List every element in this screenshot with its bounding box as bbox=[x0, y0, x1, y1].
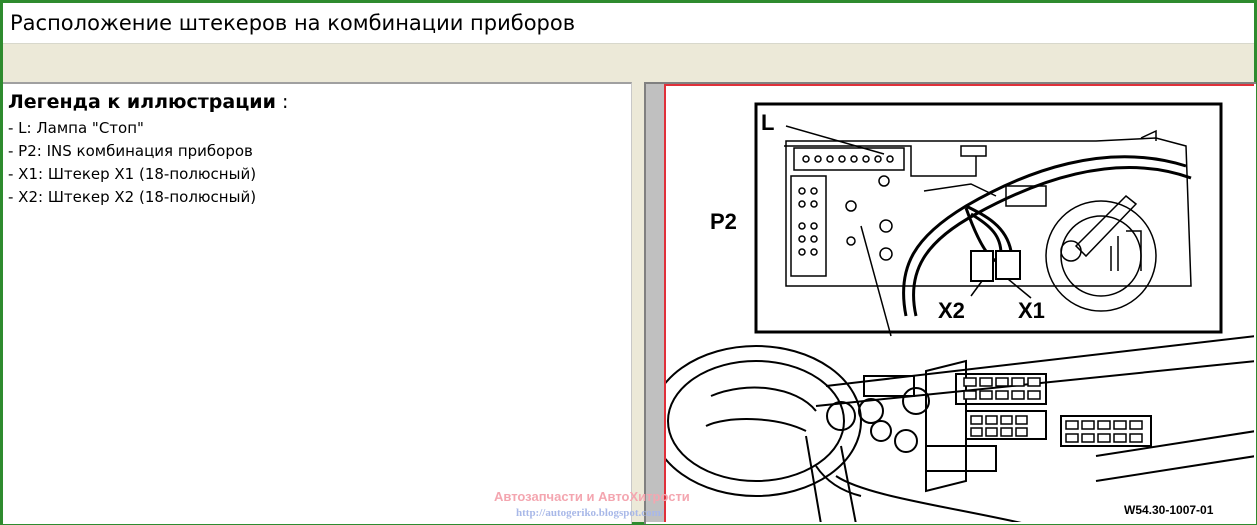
label-x2: X2 bbox=[938, 298, 965, 323]
legend-item: - P2: INS комбинация приборов bbox=[8, 142, 253, 160]
title-bar: Расположение штекеров на комбинации приб… bbox=[3, 3, 1254, 44]
legend-item: - X1: Штекер X1 (18-полюсный) bbox=[8, 165, 257, 183]
pane-splitter[interactable] bbox=[632, 82, 644, 522]
legend-heading: Легенда к иллюстрации : bbox=[8, 91, 288, 113]
cluster-back-drawing bbox=[784, 129, 1192, 312]
legend-item: - L: Лампа "Стоп" bbox=[8, 119, 144, 137]
dashboard-drawing bbox=[666, 335, 1254, 522]
illustration-code: W54.30-1007-01 bbox=[1124, 503, 1214, 517]
watermark-title: Автозапчасти и АвтоХитрости bbox=[494, 489, 690, 504]
wiring-harness bbox=[902, 155, 1192, 317]
legend-heading-text: Легенда к иллюстрации bbox=[8, 91, 276, 113]
page-title: Расположение штекеров на комбинации приб… bbox=[10, 11, 576, 35]
label-l: L bbox=[761, 110, 774, 135]
dashboard-buttons bbox=[963, 377, 1143, 443]
legend-list: - L: Лампа "Стоп" - P2: INS комбинация п… bbox=[8, 117, 256, 209]
watermark-url: http://autogeriko.blogspot.com/ bbox=[516, 507, 664, 519]
instrument-cluster-diagram: L P2 X2 X1 W54.30-1007-01 bbox=[666, 102, 1254, 522]
label-x1: X1 bbox=[1018, 298, 1045, 323]
illustration-image: L P2 X2 X1 W54.30-1007-01 bbox=[664, 84, 1254, 522]
legend-item: - X2: Штекер X2 (18-полюсный) bbox=[8, 188, 257, 206]
connector-shapes bbox=[970, 250, 1021, 282]
toolbar bbox=[3, 44, 1254, 82]
legend-heading-suffix: : bbox=[275, 91, 289, 113]
leader-lines bbox=[785, 125, 1032, 337]
label-p2: P2 bbox=[710, 209, 737, 234]
illustration-margin bbox=[646, 84, 664, 522]
legend-pane bbox=[3, 82, 632, 524]
